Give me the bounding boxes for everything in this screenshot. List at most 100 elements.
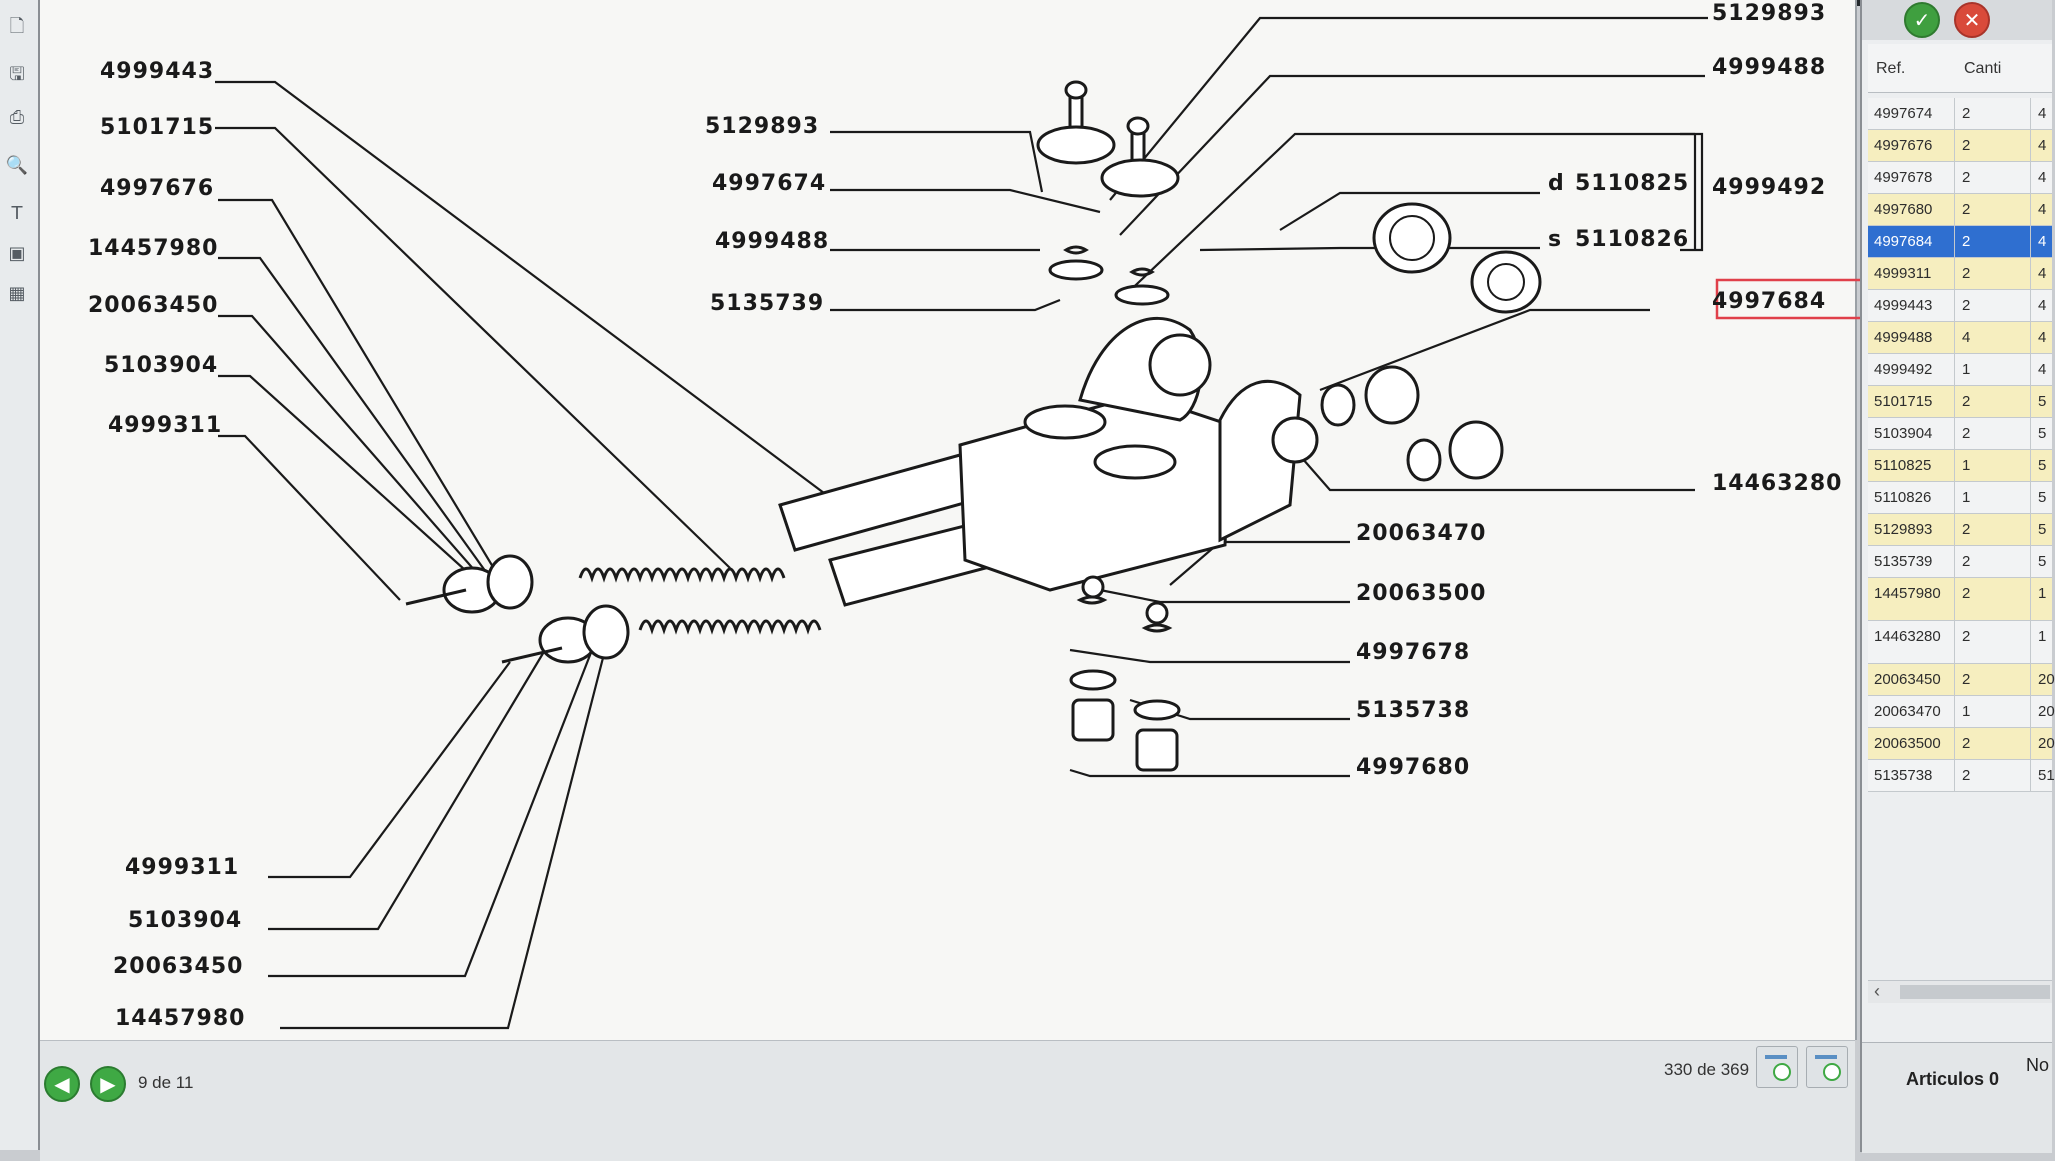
image-edit-icon[interactable]: ▦ <box>8 282 26 304</box>
cell-next-column: 20 <box>2038 671 2055 688</box>
column-divider <box>1954 162 1955 193</box>
cell-next-column: 5 <box>2038 521 2047 538</box>
callout: 14457980 <box>115 1006 245 1031</box>
scroll-left-icon[interactable]: ‹ <box>1874 981 1880 1001</box>
panel-footer: Articulos 0 No <box>1862 1042 2052 1153</box>
cell-ref: 4999492 <box>1874 361 1933 378</box>
cell-ref: 4999443 <box>1874 297 1933 314</box>
column-divider <box>1954 98 1955 129</box>
table-row[interactable]: 5129893 2 5 <box>1868 514 2052 546</box>
exploded-diagram-canvas[interactable]: 4999443 5101715 4997676 14457980 2006345… <box>40 0 1879 1040</box>
column-divider <box>2030 696 2031 727</box>
column-divider <box>2030 162 2031 193</box>
column-divider <box>1954 450 1955 481</box>
panel-toolbar: ✓ ✕ <box>1862 0 2052 40</box>
column-divider <box>1954 322 1955 353</box>
callout: 4999492 <box>1712 175 1826 200</box>
cell-quantity: 2 <box>1962 425 1971 442</box>
cell-next-column: 5 <box>2038 425 2047 442</box>
bar-icon <box>1765 1055 1787 1059</box>
callouts-top-center: 5129893 4997674 4999488 5135739 <box>705 114 829 316</box>
column-divider <box>1954 728 1955 759</box>
cell-quantity: 2 <box>1962 521 1971 538</box>
cell-ref: 5110826 <box>1874 489 1932 506</box>
callout: 20063500 <box>1356 581 1486 606</box>
callout: 4999488 <box>715 229 829 254</box>
horizontal-scrollbar[interactable]: ‹ <box>1868 980 2052 1003</box>
cell-quantity: 2 <box>1962 169 1971 186</box>
side-prefix: d <box>1548 171 1565 196</box>
callout: 4999488 <box>1712 55 1826 80</box>
table-header: Ref. Canti <box>1868 44 2052 93</box>
sync-view-button[interactable] <box>1806 1046 1848 1088</box>
arrow-left-icon[interactable]: ◀ <box>44 1066 80 1102</box>
callout-highlighted: 4997684 <box>1712 289 1826 314</box>
column-divider <box>2030 621 2031 663</box>
document-icon[interactable]: 🗋 <box>9 16 25 37</box>
cell-next-column: 4 <box>2038 201 2047 218</box>
callouts-bottom-left: 4999311 5103904 20063450 14457980 <box>113 855 245 1031</box>
cell-ref: 4999488 <box>1874 329 1933 346</box>
text-tool-icon[interactable]: T <box>11 202 23 224</box>
arrow-right-icon[interactable]: ▶ <box>90 1066 126 1102</box>
column-header-ref[interactable]: Ref. <box>1876 60 1906 77</box>
cell-next-column: 5 <box>2038 393 2047 410</box>
page-indicator: 9 de 11 <box>138 1073 194 1092</box>
column-divider <box>1954 258 1955 289</box>
cell-quantity: 2 <box>1962 393 1971 410</box>
lower-valves <box>1069 575 1181 772</box>
cell-next-column: 4 <box>2038 169 2047 186</box>
cell-next-column: 51 <box>2038 767 2055 784</box>
callout: 4997676 <box>100 176 214 201</box>
exploded-parts-diagram: 4999443 5101715 4997676 14457980 2006345… <box>88 1 1879 1031</box>
save-icon[interactable]: 🖫 <box>9 64 25 85</box>
column-header-quantity[interactable]: Canti <box>1964 60 2002 77</box>
column-divider <box>1954 354 1955 385</box>
column-divider <box>2030 664 2031 695</box>
cell-ref: 4997680 <box>1874 201 1933 218</box>
callout: 4997678 <box>1356 640 1470 665</box>
refresh-view-button[interactable] <box>1756 1046 1798 1088</box>
callout: 5103904 <box>104 353 218 378</box>
layers-icon[interactable]: ▣ <box>8 242 26 264</box>
zoom-icon[interactable]: 🔍 <box>5 154 29 176</box>
print-icon[interactable]: ⎙ <box>9 106 25 128</box>
column-divider <box>1954 514 1955 545</box>
sync-icon <box>1823 1063 1841 1081</box>
refresh-icon <box>1773 1063 1791 1081</box>
column-divider <box>2030 322 2031 353</box>
scrollbar-thumb[interactable] <box>1900 985 2050 999</box>
check-icon[interactable]: ✓ <box>1904 2 1940 38</box>
cell-quantity: 2 <box>1962 201 1971 218</box>
cell-ref: 5129893 <box>1874 521 1933 538</box>
cell-quantity: 2 <box>1962 553 1971 570</box>
table-row[interactable]: 4997680 2 4 <box>1868 194 2052 226</box>
cell-ref: 5110825 <box>1874 457 1932 474</box>
articles-count: Articulos 0 <box>1906 1069 2000 1089</box>
column-divider <box>1954 482 1955 513</box>
cell-ref: 5135738 <box>1874 767 1933 784</box>
close-icon[interactable]: ✕ <box>1954 2 1990 38</box>
cell-next-column: 5 <box>2038 553 2047 570</box>
callout: 5110826 <box>1575 227 1689 252</box>
callout: 4999311 <box>125 855 239 880</box>
